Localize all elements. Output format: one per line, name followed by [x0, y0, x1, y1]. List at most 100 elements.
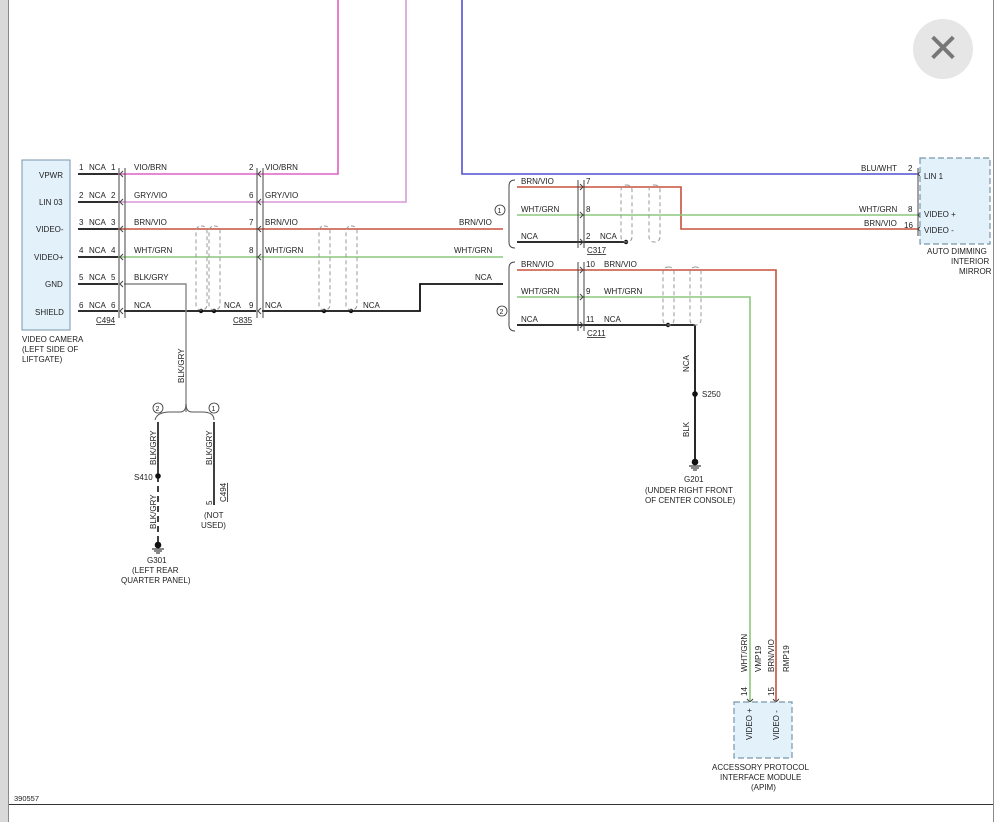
apim-pin-label: VIDEO +: [745, 708, 754, 740]
splice-s250-dot: [692, 391, 698, 397]
mirror-name: MIRROR: [959, 267, 992, 276]
wire-label-vertical: WHT/GRN: [740, 634, 749, 672]
wire-label: BRN/VIO: [521, 177, 554, 186]
connector-brackets: [118, 168, 919, 332]
apim-name: ACCESSORY PROTOCOL: [712, 763, 809, 772]
wire-label-vertical: BLK/GRY: [205, 430, 214, 465]
pin-number: 8: [249, 246, 254, 255]
nca-label: NCA: [89, 301, 107, 310]
wire-label: WHT/GRN: [454, 246, 492, 255]
pin-number: 1: [111, 163, 116, 172]
connector-label-vertical: C494: [219, 482, 228, 502]
wire-label: NCA: [604, 315, 622, 324]
ground-g201-symbol: [689, 458, 701, 471]
connector-label-c494: C494: [96, 316, 116, 325]
wire-label: BRN/VIO: [459, 218, 492, 227]
connector-label-c211: C211: [587, 329, 606, 338]
wire-label: VIO/BRN: [134, 163, 167, 172]
camera-pin-label: GND: [45, 280, 63, 289]
camera-pin-label: LIN 03: [39, 198, 63, 207]
wire-label: BRN/VIO: [604, 260, 637, 269]
ground-location: QUARTER PANEL): [121, 576, 191, 585]
wire-label: BLU/WHT: [861, 164, 897, 173]
apim-name: INTERFACE MODULE: [720, 773, 801, 782]
pin-number: 9: [586, 287, 591, 296]
nca-label: NCA: [89, 191, 107, 200]
pin-number: 11: [586, 315, 595, 324]
wire-brn-vio-c317: [517, 186, 918, 230]
ground-label: G301: [147, 556, 167, 565]
camera-pin-label: SHIELD: [35, 308, 64, 317]
splice-label: S410: [134, 473, 153, 482]
camera-pin-label: VIDEO-: [36, 225, 64, 234]
pin-number: 5: [79, 273, 84, 282]
pin-number: 6: [249, 191, 254, 200]
camera-pin-label: VPWR: [39, 171, 63, 180]
pin-number: 2: [111, 191, 116, 200]
ground-location: (UNDER RIGHT FRONT: [645, 486, 733, 495]
wire-label: NCA: [521, 315, 539, 324]
mirror-pin-label: VIDEO +: [924, 210, 956, 219]
splice-label: S250: [702, 390, 721, 399]
pin-number: 2: [908, 164, 913, 173]
pin-number-vertical: 14: [740, 687, 749, 696]
connector-label-c317: C317: [587, 246, 607, 255]
pin-number: 4: [111, 246, 116, 255]
mirror-name: INTERIOR: [951, 257, 989, 266]
pin-number: 2: [249, 163, 254, 172]
viewer-left-border: [0, 0, 9, 822]
wire-label: BRN/VIO: [521, 260, 554, 269]
ground-location: (LEFT REAR: [132, 566, 179, 575]
wire-label-vertical: BLK/GRY: [149, 430, 158, 465]
wire-label: WHT/GRN: [521, 205, 559, 214]
pin-number: 9: [249, 301, 254, 310]
wire-label: WHT/GRN: [265, 246, 303, 255]
pin-number-vertical: 15: [767, 687, 776, 696]
camera-pin-label: VIDEO+: [34, 253, 64, 262]
connector-chevrons: [119, 170, 922, 703]
unused-note: USED): [201, 521, 226, 530]
apim-name: (APIM): [751, 783, 776, 792]
mirror-pin-label: LIN 1: [924, 172, 944, 181]
variant-2-circle: [496, 305, 508, 317]
pin-number: 7: [249, 218, 254, 227]
pin-number: 3: [111, 218, 116, 227]
wire-label-vertical: BLK: [682, 421, 691, 437]
pin-number: 8: [586, 205, 591, 214]
pin-number: 5: [111, 273, 116, 282]
splice-s410-dot: [155, 473, 161, 479]
diagram-id: 390557: [14, 794, 39, 803]
wire-gry-vio: [118, 0, 407, 203]
wire-label: GRY/VIO: [134, 191, 167, 200]
wire-label: WHT/GRN: [521, 287, 559, 296]
variant-2-circle: [152, 402, 164, 414]
wire-paths: [118, 0, 918, 702]
variant-1-label: 1: [498, 208, 502, 215]
pin-number: 6: [111, 301, 116, 310]
close-button[interactable]: ✕: [913, 19, 973, 79]
mirror-pin-label: VIDEO -: [924, 226, 954, 235]
pin-number: 1: [79, 163, 84, 172]
ground-g301-symbol: [152, 541, 164, 554]
nca-label: NCA: [89, 218, 107, 227]
wire-label-vertical: BLK/GRY: [177, 348, 186, 383]
viewer-bottom-border: [9, 804, 993, 823]
black-wire-paths: [78, 173, 696, 462]
wire-label: WHT/GRN: [604, 287, 642, 296]
wire-blu-wht: [461, 0, 918, 175]
close-icon[interactable]: ✕: [926, 26, 960, 72]
variant-1-label: 1: [212, 406, 216, 413]
variant-1-circle: [208, 402, 220, 414]
wire-label-vertical: BLK/GRY: [149, 494, 158, 529]
pin-number: 2: [586, 232, 591, 241]
shield-outlines: [195, 184, 702, 326]
variant-brace: [154, 403, 215, 421]
video-camera-box: [21, 159, 71, 331]
wire-label-vertical: BRN/VIO: [767, 639, 776, 672]
wire-vio-brn: [118, 0, 339, 175]
wire-brn-vio-c211: [517, 269, 777, 702]
pin-number: 3: [79, 218, 84, 227]
wire-label: BRN/VIO: [265, 218, 298, 227]
pin-number: 6: [79, 301, 84, 310]
